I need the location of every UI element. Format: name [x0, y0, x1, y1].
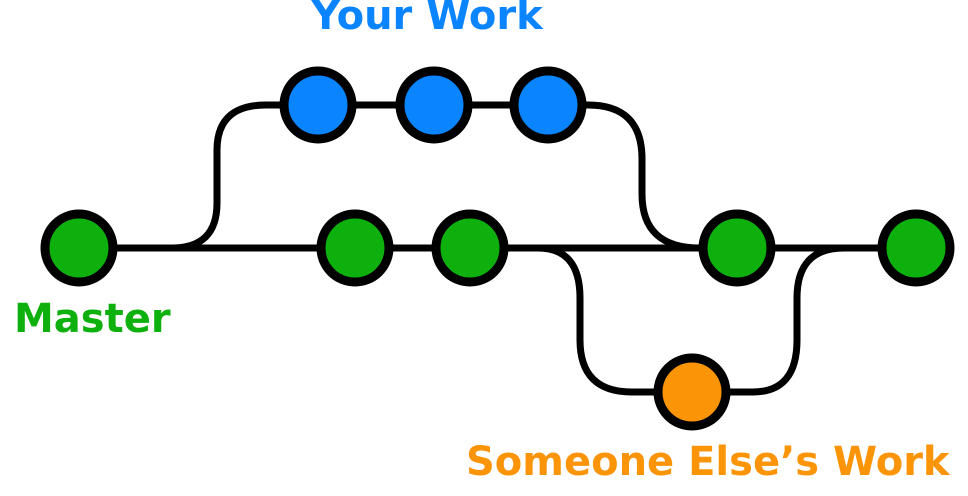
your-work-branch-line	[171, 101, 701, 252]
someone-elses-work-commit-1	[653, 353, 731, 431]
master-commit-1	[40, 209, 118, 287]
master-label: Master	[14, 296, 171, 342]
master-commit-5	[877, 209, 955, 287]
master-commit-3	[431, 209, 509, 287]
your-work-commit-2	[395, 66, 473, 144]
master-commit-4	[698, 209, 776, 287]
your-work-commit-1	[279, 66, 357, 144]
your-work-label: Your Work	[311, 0, 543, 39]
someone-elses-work-label: Someone Else’s Work	[466, 439, 950, 485]
master-commit-2	[316, 209, 394, 287]
your-work-commit-3	[509, 66, 587, 144]
